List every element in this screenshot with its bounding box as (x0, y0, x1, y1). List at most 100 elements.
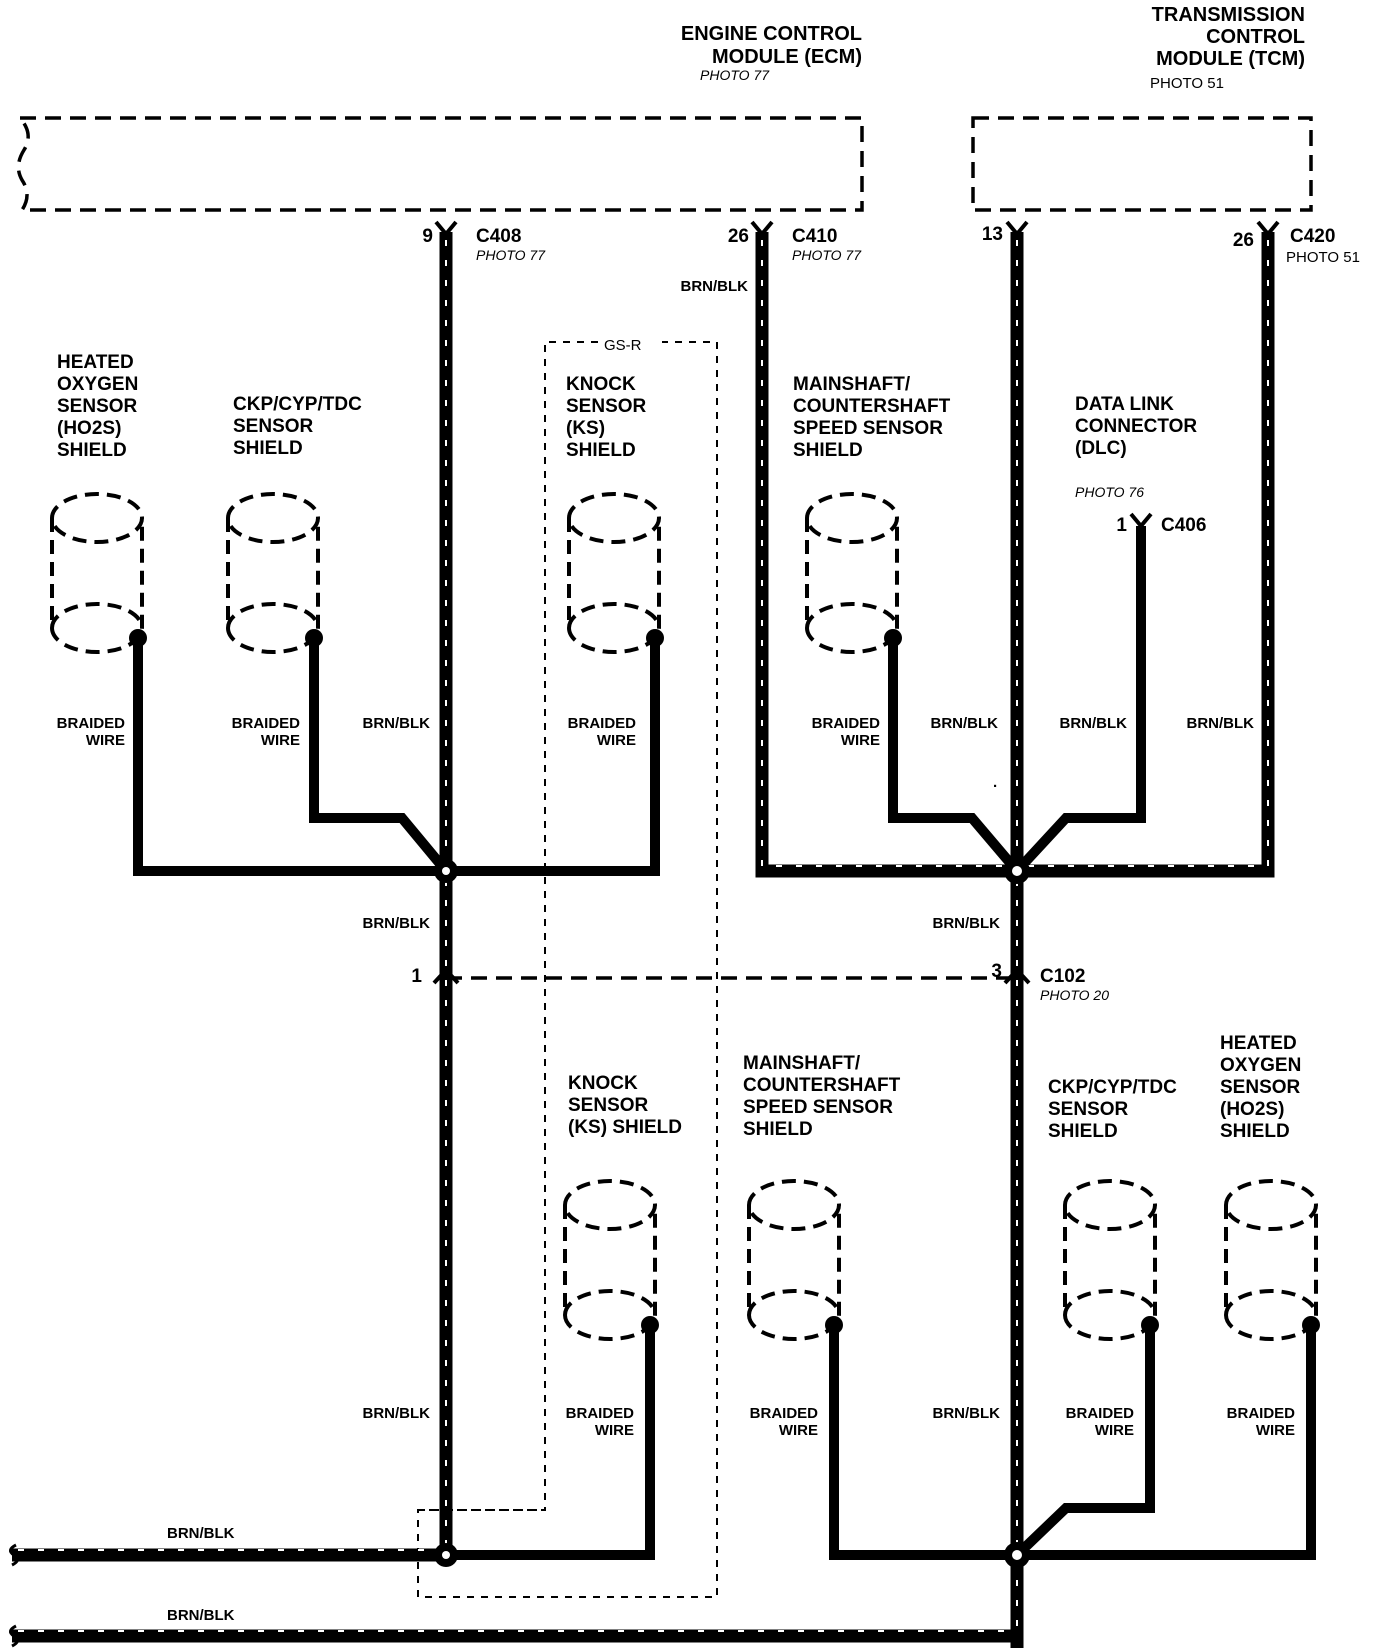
svg-text:DATA LINK: DATA LINK (1075, 394, 1174, 415)
c410-name: C410 (792, 226, 837, 247)
wire-break-2 (9, 1624, 19, 1648)
svg-text:COUNTERSHAFT: COUNTERSHAFT (793, 396, 951, 417)
stray-mark: . (993, 774, 997, 791)
connector-pins (432, 220, 1280, 985)
svg-text:OXYGEN: OXYGEN (1220, 1055, 1301, 1076)
svg-text:MAINSHAFT/: MAINSHAFT/ (743, 1053, 861, 1074)
svg-text:WIRE: WIRE (261, 732, 300, 749)
shield-icon-lower-ks (563, 1179, 659, 1341)
pin-c410 (750, 220, 774, 238)
svg-text:WIRE: WIRE (841, 732, 880, 749)
svg-text:BRAIDED: BRAIDED (1066, 1405, 1135, 1422)
svg-text:KNOCK: KNOCK (566, 374, 636, 395)
c102-name: C102 (1040, 966, 1085, 987)
wire-label-brnblk-c410: BRN/BLK (681, 278, 749, 295)
upper-dlc-title: DATA LINK CONNECTOR (DLC) (1075, 394, 1197, 459)
svg-text:(HO2S): (HO2S) (1220, 1099, 1284, 1120)
upper-ho2s-title: HEATED OXYGEN SENSOR (HO2S) SHIELD (57, 352, 138, 461)
svg-text:CONNECTOR: CONNECTOR (1075, 416, 1197, 437)
tcm-title-line1: TRANSMISSION (1152, 4, 1305, 26)
ecm-title-line2: MODULE (ECM) (712, 46, 862, 68)
upper-ks-title: KNOCK SENSOR (KS) SHIELD (566, 374, 647, 461)
pin-tcm13 (1005, 220, 1029, 238)
svg-text:HEATED: HEATED (57, 352, 134, 373)
wire-label-braided-upper-mainshaft: BRAIDED WIRE (812, 715, 881, 749)
svg-text:SENSOR: SENSOR (568, 1095, 649, 1116)
lower-ckp-title: CKP/CYP/TDC SENSOR SHIELD (1048, 1077, 1177, 1142)
wire-label-brnblk-bottom-1: BRN/BLK (167, 1525, 235, 1542)
shield-icon-upper-ks (567, 492, 664, 654)
pin-c102-right (1003, 967, 1031, 985)
svg-text:SENSOR: SENSOR (233, 416, 314, 437)
svg-text:OXYGEN: OXYGEN (57, 374, 138, 395)
wire-label-braided-upper-ho2s: BRAIDED WIRE (57, 715, 126, 749)
svg-text:WIRE: WIRE (779, 1422, 818, 1439)
c102-photo: PHOTO 20 (1040, 987, 1109, 1003)
upper-mainshaft-title: MAINSHAFT/ COUNTERSHAFT SPEED SENSOR SHI… (793, 374, 951, 461)
tcm-title-line3: MODULE (TCM) (1156, 48, 1305, 70)
shield-icon-upper-ho2s (50, 492, 147, 654)
svg-text:(KS) SHIELD: (KS) SHIELD (568, 1117, 682, 1138)
shield-icon-lower-mainshaft (747, 1179, 843, 1341)
svg-text:CKP/CYP/TDC: CKP/CYP/TDC (233, 394, 362, 415)
wire-label-brnblk-dlc: BRN/BLK (1060, 715, 1128, 732)
svg-text:WIRE: WIRE (1256, 1422, 1295, 1439)
tcm-photo: PHOTO 51 (1150, 75, 1224, 92)
svg-text:(DLC): (DLC) (1075, 438, 1127, 459)
wire-label-brnblk-c408: BRN/BLK (363, 715, 431, 732)
c420-pin-label: 26 (1233, 230, 1254, 251)
wire-label-brnblk-tcm13: BRN/BLK (931, 715, 999, 732)
ecm-photo: PHOTO 77 (700, 67, 770, 83)
svg-text:SPEED SENSOR: SPEED SENSOR (743, 1097, 893, 1118)
c406-pin-label: 1 (1116, 515, 1127, 536)
wire-label-braided-lower-ks: BRAIDED WIRE (566, 1405, 635, 1439)
wire-label-braided-upper-ckp: BRAIDED WIRE (232, 715, 301, 749)
svg-text:COUNTERSHAFT: COUNTERSHAFT (743, 1075, 901, 1096)
wire-label-brnblk-lower-right: BRN/BLK (933, 1405, 1001, 1422)
shield-icon-upper-ckp (226, 492, 323, 654)
svg-text:BRAIDED: BRAIDED (566, 1405, 635, 1422)
svg-text:BRAIDED: BRAIDED (568, 715, 637, 732)
svg-text:WIRE: WIRE (1095, 1422, 1134, 1439)
shield-icon-lower-ckp (1063, 1179, 1159, 1341)
svg-text:SENSOR: SENSOR (57, 396, 138, 417)
tcm-pin-13-label: 13 (982, 224, 1003, 245)
pin-c408 (434, 220, 458, 238)
c408-name: C408 (476, 226, 521, 247)
svg-text:(HO2S): (HO2S) (57, 418, 121, 439)
lower-ho2s-title: HEATED OXYGEN SENSOR (HO2S) SHIELD (1220, 1033, 1301, 1142)
wire-label-brnblk-c420: BRN/BLK (1187, 715, 1255, 732)
shield-icon-upper-mainshaft (805, 492, 902, 654)
svg-text:BRAIDED: BRAIDED (57, 715, 126, 732)
ecm-box (16, 116, 864, 212)
wire-label-brnblk-mid-right: BRN/BLK (933, 915, 1001, 932)
svg-text:SENSOR: SENSOR (1220, 1077, 1301, 1098)
svg-text:WIRE: WIRE (597, 732, 636, 749)
tcm-box (971, 116, 1313, 212)
svg-text:SHIELD: SHIELD (566, 440, 636, 461)
upper-ckp-title: CKP/CYP/TDC SENSOR SHIELD (233, 394, 362, 459)
svg-text:SHIELD: SHIELD (743, 1119, 813, 1140)
lower-ks-title: KNOCK SENSOR (KS) SHIELD (568, 1073, 682, 1138)
svg-text:CKP/CYP/TDC: CKP/CYP/TDC (1048, 1077, 1177, 1098)
c102-pin-left-label: 1 (411, 966, 422, 987)
svg-text:(KS): (KS) (566, 418, 605, 439)
pin-c420 (1256, 220, 1280, 238)
svg-text:BRAIDED: BRAIDED (812, 715, 881, 732)
svg-text:SHIELD: SHIELD (1048, 1121, 1118, 1142)
svg-text:WIRE: WIRE (86, 732, 125, 749)
c410-pin-label: 26 (728, 226, 749, 247)
wire-break-1 (9, 1543, 19, 1567)
lower-network (12, 1325, 1316, 1643)
c420-name: C420 (1290, 226, 1335, 247)
svg-text:SHIELD: SHIELD (793, 440, 863, 461)
shield-icon-lower-ho2s (1224, 1179, 1320, 1341)
c406-photo: PHOTO 76 (1075, 484, 1144, 500)
c408-photo: PHOTO 77 (476, 247, 546, 263)
c408-pin-label: 9 (422, 226, 433, 247)
pin-c406 (1129, 512, 1153, 530)
svg-text:HEATED: HEATED (1220, 1033, 1297, 1054)
svg-text:BRAIDED: BRAIDED (232, 715, 301, 732)
pin-c102-left (432, 967, 460, 985)
